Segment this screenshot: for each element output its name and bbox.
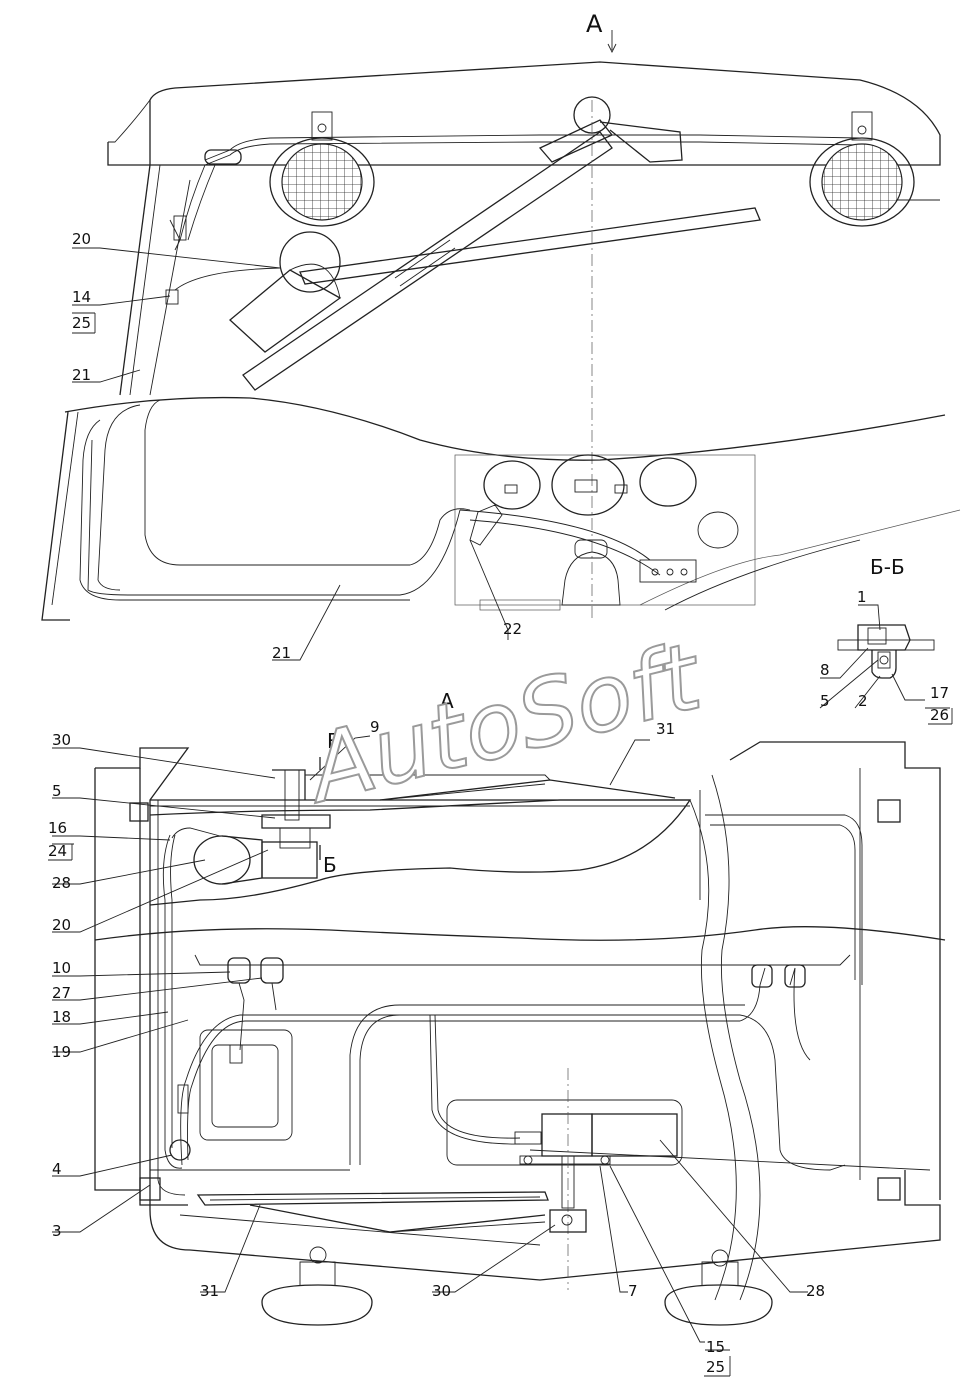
view-a-label-top: А	[586, 10, 603, 38]
callout-3: 3	[52, 1222, 62, 1240]
cut-b-label-bottom: Б	[323, 853, 337, 877]
callout-22: 22	[503, 620, 522, 638]
callout-2: 2	[858, 692, 868, 710]
cut-b-label-top: Б	[327, 729, 341, 753]
callout-20-top: 20	[72, 230, 91, 248]
callout-28-right: 28	[806, 1282, 825, 1300]
section-bb-label: Б-Б	[870, 555, 905, 579]
callout-4: 4	[52, 1160, 62, 1178]
top-view	[64, 30, 946, 620]
callout-9: 9	[370, 718, 380, 736]
callout-26: 26	[930, 706, 949, 724]
callout-21-bottom: 21	[272, 644, 291, 662]
callout-8: 8	[820, 661, 830, 679]
callout-17: 17	[930, 684, 949, 702]
dashboard-view	[41, 399, 961, 621]
leader-lines	[52, 247, 950, 1351]
callout-10: 10	[52, 959, 71, 977]
view-a-label-mid: А	[440, 689, 454, 713]
callout-15: 15	[706, 1338, 725, 1356]
callout-30-top: 30	[52, 731, 71, 749]
callout-31-top: 31	[656, 720, 675, 738]
callout-28-left: 28	[52, 874, 71, 892]
section-bb	[837, 624, 935, 679]
callout-1: 1	[857, 588, 867, 606]
callout-5: 5	[52, 782, 62, 800]
callout-7: 7	[628, 1282, 638, 1300]
callout-19: 19	[52, 1043, 71, 1061]
callout-25-top: 25	[72, 314, 91, 332]
callout-31-bottom: 31	[200, 1282, 219, 1300]
callout-5-section: 5	[820, 692, 830, 710]
callout-25-bottom: 25	[706, 1358, 725, 1376]
callout-14: 14	[72, 288, 91, 306]
callout-30-bottom: 30	[432, 1282, 451, 1300]
callout-21-top: 21	[72, 366, 91, 384]
callout-27: 27	[52, 984, 71, 1002]
callout-18: 18	[52, 1008, 71, 1026]
front-view	[94, 741, 946, 1326]
callout-24: 24	[48, 842, 67, 860]
callout-labels: А А Б-Б Б Б 20 14 25 21 21 22 1 8 5 2 17…	[48, 10, 953, 1377]
callout-20-bottom: 20	[52, 916, 71, 934]
callout-16: 16	[48, 819, 67, 837]
